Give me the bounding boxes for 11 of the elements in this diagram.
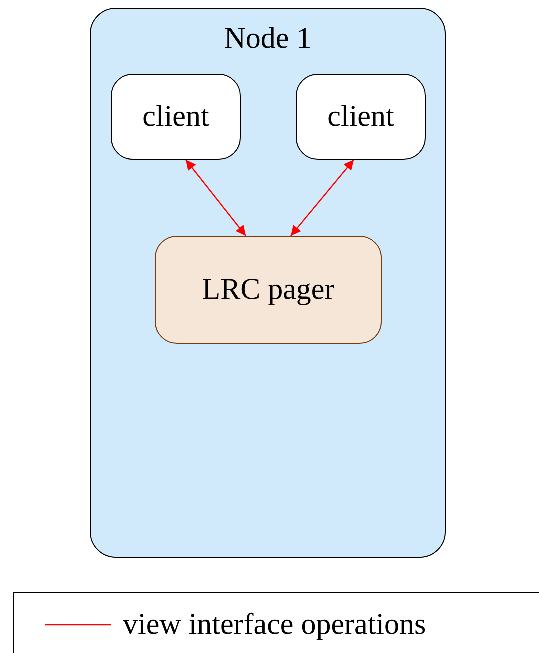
node-label: LRC pager	[202, 272, 335, 308]
process-box	[155, 236, 382, 344]
container-title: Node 1	[224, 21, 312, 57]
node-label: client	[142, 99, 210, 135]
arrow	[290, 160, 354, 236]
legend-label: view interface operations	[123, 607, 426, 643]
node-label: client	[328, 99, 394, 135]
process-box	[111, 74, 241, 160]
arrow	[186, 160, 246, 236]
process-box	[296, 74, 426, 160]
container-box	[90, 8, 446, 558]
